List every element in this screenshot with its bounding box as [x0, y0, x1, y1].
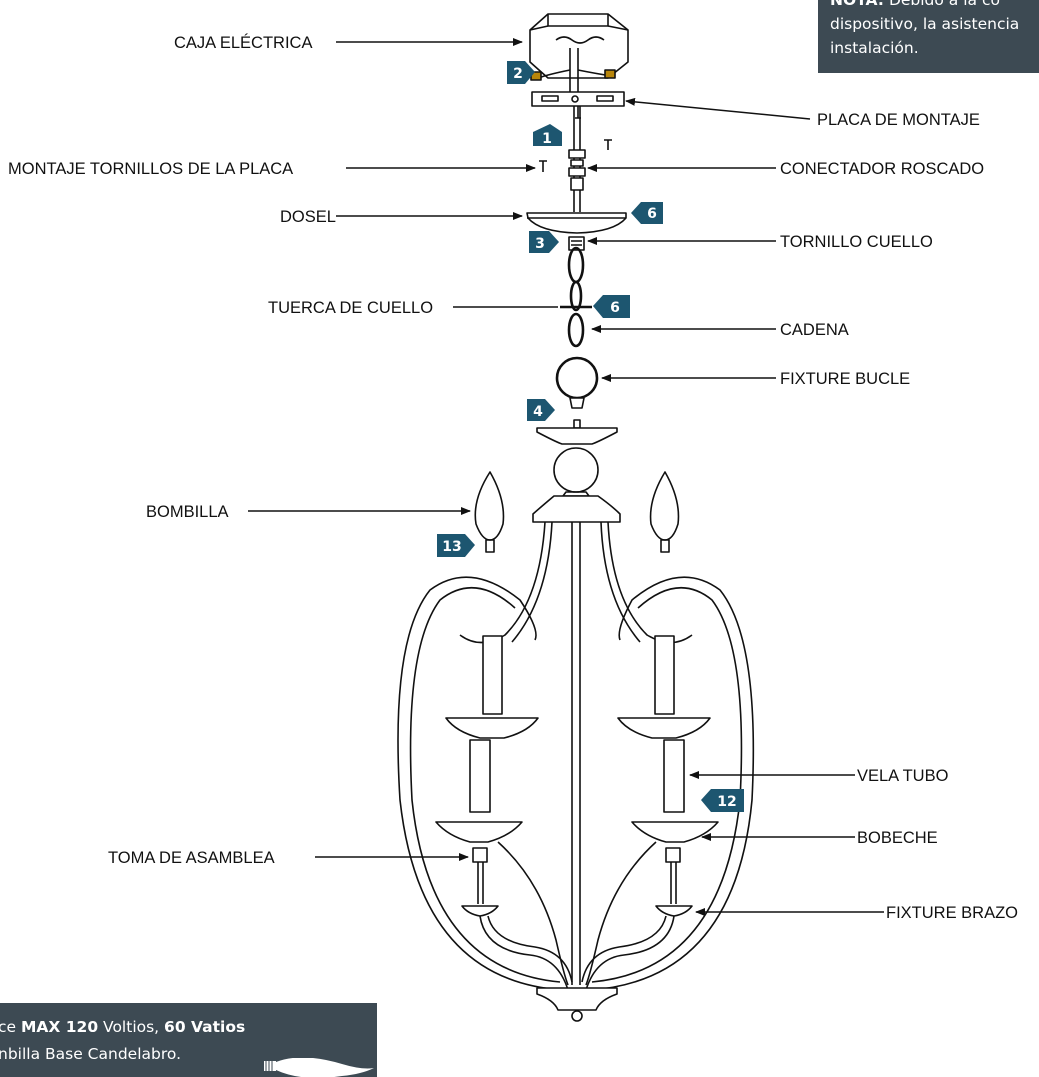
bulb-info-prefix: ce — [0, 1018, 21, 1036]
canopy — [526, 212, 627, 234]
label-vela-tubo: VELA TUBO — [857, 767, 949, 785]
step-badge-6-nut: 6 — [593, 295, 630, 318]
label-tornillo-cuello: TORNILLO CUELLO — [780, 233, 933, 251]
note-line-1-text: Debido a la co — [884, 0, 1000, 9]
label-bobeche: BOBECHE — [857, 829, 938, 847]
bobeche-left — [435, 821, 523, 843]
label-fixture-bucle: FIXTURE BUCLE — [780, 370, 910, 388]
svg-text:1: 1 — [542, 131, 552, 147]
label-montaje-tornillos: MONTAJE TORNILLOS DE LA PLACA — [8, 160, 293, 178]
svg-text:13: 13 — [442, 539, 461, 555]
step-badge-2: 2 — [507, 61, 535, 84]
step-badge-6-canopy: 6 — [631, 202, 663, 224]
electrical-box — [529, 13, 629, 92]
labels: CAJA ELÉCTRICA PLACA DE MONTAJE MONTAJE … — [8, 33, 1018, 922]
outer-loop-right — [589, 576, 755, 991]
label-tuerca-cuello: TUERCA DE CUELLO — [268, 299, 433, 317]
step-badges: 1 2 6 3 6 4 13 — [437, 61, 744, 812]
step-badge-3: 3 — [529, 231, 559, 253]
note-line-2: dispositivo, la asistencia — [830, 15, 1020, 33]
socket-right — [665, 847, 681, 863]
bulb-info-line-1: ce MAX 120 Voltios, 60 Vatios — [0, 1015, 245, 1039]
candelabra-bulb-icon — [264, 1058, 374, 1077]
step-badge-1: 1 — [533, 124, 562, 147]
screw-left — [539, 160, 547, 172]
bobeche-right — [631, 821, 719, 843]
label-placa-montaje: PLACA DE MONTAJE — [817, 111, 980, 129]
fixture-loop — [555, 356, 599, 409]
outer-loop-left-inner — [409, 587, 561, 983]
svg-text:6: 6 — [610, 300, 620, 316]
socket-left — [472, 847, 488, 863]
svg-text:6: 6 — [647, 206, 657, 222]
step-badge-12: 12 — [701, 789, 744, 812]
threaded-connector — [568, 149, 586, 191]
bulb-right — [649, 471, 680, 553]
outer-loop-left — [397, 576, 563, 991]
bulb-left — [474, 471, 505, 553]
note-line-3: instalación. — [830, 39, 919, 57]
fixture-top-cap — [532, 419, 621, 523]
note-line-1: NOTA: Debido a la co — [830, 0, 1039, 12]
svg-text:3: 3 — [535, 236, 545, 252]
bulb-info-panel: ce MAX 120 Voltios, 60 Vatios nbilla Bas… — [0, 1003, 377, 1077]
note-panel: NOTA: Debido a la co dispositivo, la asi… — [818, 0, 1039, 73]
bulb-info-voltios: Voltios, — [98, 1018, 165, 1036]
svg-text:4: 4 — [533, 404, 543, 420]
note-label: NOTA: — [830, 0, 885, 9]
label-fixture-brazo: FIXTURE BRAZO — [886, 904, 1018, 922]
bulb-info-line-2: nbilla Base Candelabro. — [0, 1045, 182, 1063]
label-cadena: CADENA — [780, 321, 849, 339]
step-badge-4: 4 — [527, 399, 555, 421]
bulb-info-vatios: 60 Vatios — [164, 1018, 246, 1036]
label-toma-asamblea: TOMA DE ASAMBLEA — [108, 849, 275, 867]
callout-lines — [248, 38, 884, 916]
svg-text:12: 12 — [717, 794, 736, 810]
label-conectador-roscado: CONECTADOR ROSCADO — [780, 160, 984, 178]
label-dosel: DOSEL — [280, 208, 336, 226]
label-caja-electrica: CAJA ELÉCTRICA — [174, 33, 312, 52]
chain — [567, 246, 585, 348]
fixture-drawing — [397, 13, 755, 1022]
bottom-base — [536, 987, 618, 1011]
bulb-info-max: MAX 120 — [21, 1018, 99, 1036]
outer-loop-right-inner — [591, 587, 743, 983]
svg-text:2: 2 — [513, 66, 523, 82]
screw-right — [604, 139, 612, 150]
label-bombilla: BOMBILLA — [146, 503, 229, 521]
step-badge-13: 13 — [437, 534, 475, 557]
mounting-plate — [531, 91, 625, 119]
